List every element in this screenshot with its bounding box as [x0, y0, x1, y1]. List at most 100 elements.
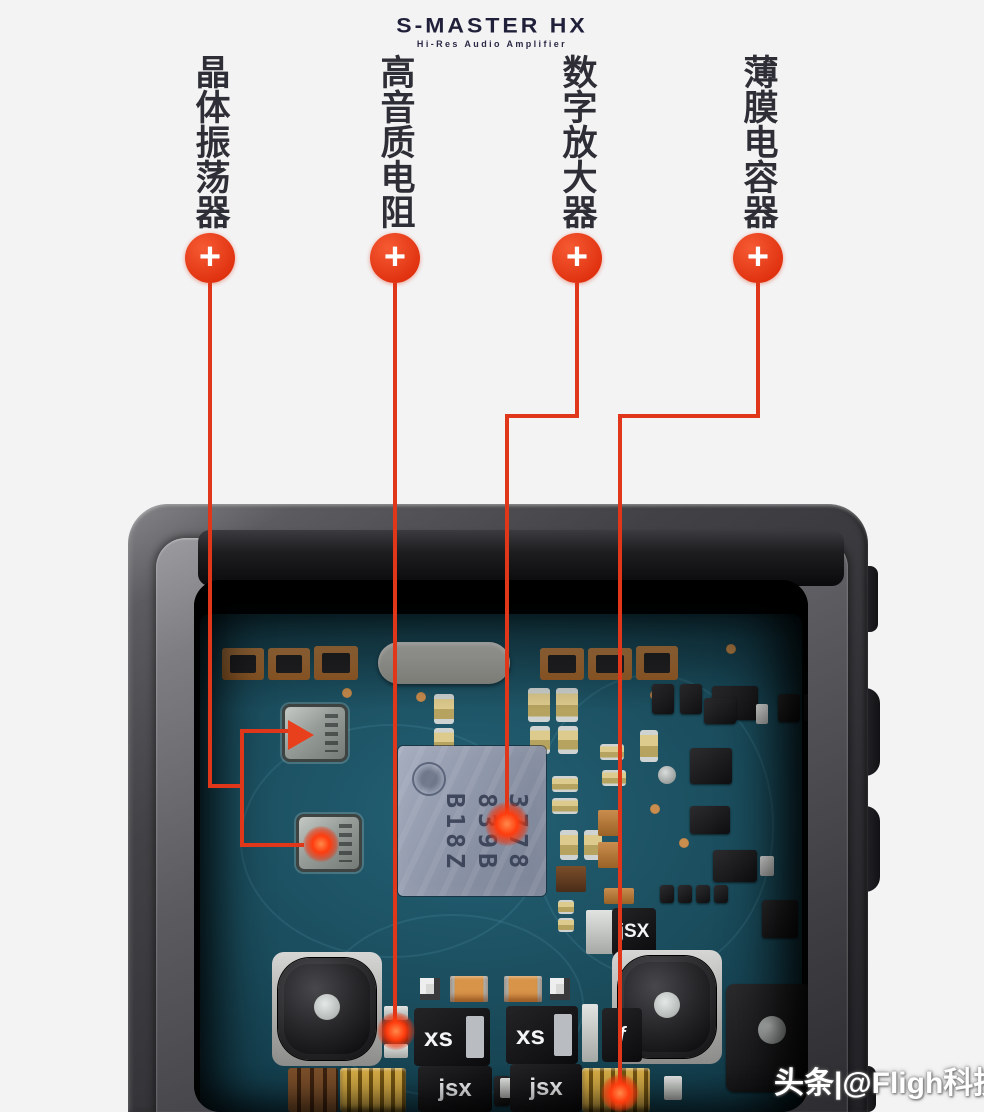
- smd-component: [650, 804, 660, 814]
- smd-component: [416, 692, 426, 702]
- inductor-center-dot: [654, 992, 680, 1018]
- plus-icon: +: [198, 235, 222, 278]
- smd-component: [558, 900, 574, 914]
- logo-title: S-MASTER HX: [396, 12, 588, 38]
- smd-component: [552, 798, 578, 814]
- smd-component: [582, 1004, 598, 1062]
- screen-glass-edge: [198, 530, 844, 586]
- inductor-center-dot: [314, 994, 340, 1020]
- chip-label: xs: [516, 1019, 545, 1050]
- plus-marker-crystal-oscillator[interactable]: +: [185, 233, 235, 283]
- smd-component: [726, 644, 736, 654]
- chip-cap: [466, 1016, 484, 1058]
- smd-component: [680, 684, 702, 714]
- callout-target-dot: [377, 1012, 415, 1050]
- callout-label-film-capacitor: 薄膜电容器: [738, 54, 778, 229]
- smd-component: [602, 770, 626, 786]
- callout-line: [393, 283, 397, 1025]
- chip-label: jsx: [529, 1074, 563, 1101]
- callout-line: [208, 283, 212, 788]
- callout-line: [505, 414, 579, 418]
- smd-component: [636, 646, 678, 680]
- callout-arrow: [288, 720, 314, 750]
- xs-chip: xs: [414, 1008, 490, 1066]
- callout-line: [240, 729, 290, 733]
- plus-icon: +: [746, 235, 770, 278]
- callout-line: [575, 283, 579, 418]
- f-chip: ƒ: [602, 1008, 642, 1062]
- callout-target-dot: [303, 826, 339, 862]
- smd-component: [314, 646, 358, 680]
- smd-component: [560, 830, 578, 860]
- smd-component: [598, 842, 620, 868]
- callout-line: [756, 283, 760, 418]
- smd-component: [268, 648, 310, 680]
- brand-logo: S-MASTER HX Hi-Res Audio Amplifier: [0, 12, 984, 49]
- film-capacitor-connector: [288, 1068, 338, 1112]
- smd-chip: [322, 653, 350, 673]
- callout-label-digital-amplifier: 数字放大器: [557, 54, 597, 229]
- smd-component: [552, 776, 578, 792]
- chip-label: jsx: [438, 1075, 472, 1102]
- xs-chip: xs: [506, 1006, 578, 1064]
- smd-component: [558, 918, 574, 932]
- smd-component: [762, 900, 798, 938]
- chip-label: jSX: [618, 921, 650, 942]
- smd-component: [678, 885, 692, 903]
- smd-component: [664, 1076, 682, 1100]
- plus-icon: +: [565, 235, 589, 278]
- smd-component: [598, 810, 620, 836]
- smd-component: [804, 694, 808, 722]
- plus-icon: +: [383, 235, 407, 278]
- smd-component: [434, 694, 454, 724]
- smd-component: [660, 885, 674, 903]
- callout-line: [618, 414, 622, 1092]
- plus-marker-high-quality-resistor[interactable]: +: [370, 233, 420, 283]
- smd-component: [704, 698, 736, 724]
- smd-component: [556, 866, 586, 892]
- smd-component: [558, 726, 578, 754]
- jsx-chip: jsx: [418, 1066, 492, 1112]
- plus-marker-film-capacitor[interactable]: +: [733, 233, 783, 283]
- component-disc: [758, 1016, 786, 1044]
- callout-line: [208, 784, 244, 788]
- smd-component: [690, 748, 732, 784]
- smd-component: [588, 648, 632, 680]
- callout-label-high-quality-resistor: 高音质电阻: [375, 54, 415, 229]
- film-capacitor-connector: [340, 1068, 406, 1112]
- smd-component: [342, 688, 352, 698]
- smd-component: [778, 694, 800, 722]
- smd-component: [528, 688, 550, 722]
- smd-chip: [276, 655, 302, 673]
- plus-marker-digital-amplifier[interactable]: +: [552, 233, 602, 283]
- smd-component: [658, 766, 676, 784]
- watermark: 头条|@Fligh科技: [774, 1067, 984, 1100]
- capacitor-component: [504, 976, 542, 1002]
- callout-label-crystal-oscillator: 晶体振荡器: [190, 54, 230, 229]
- smd-component: [696, 885, 710, 903]
- smd-component: [556, 688, 578, 722]
- smd-component: [540, 648, 584, 680]
- smd-component: [222, 648, 264, 680]
- callout-target-dot: [485, 802, 529, 846]
- smd-component: [420, 978, 440, 1000]
- board-connector: [378, 642, 510, 684]
- chip-marking-line: B18Z: [441, 793, 471, 874]
- callout-line: [505, 414, 509, 822]
- smd-component: [756, 704, 768, 724]
- callout-line: [240, 729, 244, 847]
- callout-target-dot: [601, 1074, 639, 1112]
- smd-component: [713, 850, 757, 882]
- capacitor-component: [450, 976, 488, 1002]
- chip-label: xs: [424, 1021, 453, 1052]
- callout-line: [618, 414, 760, 418]
- smd-component: [714, 885, 728, 903]
- logo-subtitle: Hi-Res Audio Amplifier: [416, 39, 568, 49]
- smd-component: [640, 730, 658, 762]
- jsx-chip: jsx: [510, 1064, 582, 1112]
- smd-component: [760, 856, 774, 876]
- callout-line: [240, 843, 304, 847]
- smd-component: [652, 684, 674, 714]
- smd-chip: [644, 653, 670, 673]
- smd-chip: [230, 655, 256, 673]
